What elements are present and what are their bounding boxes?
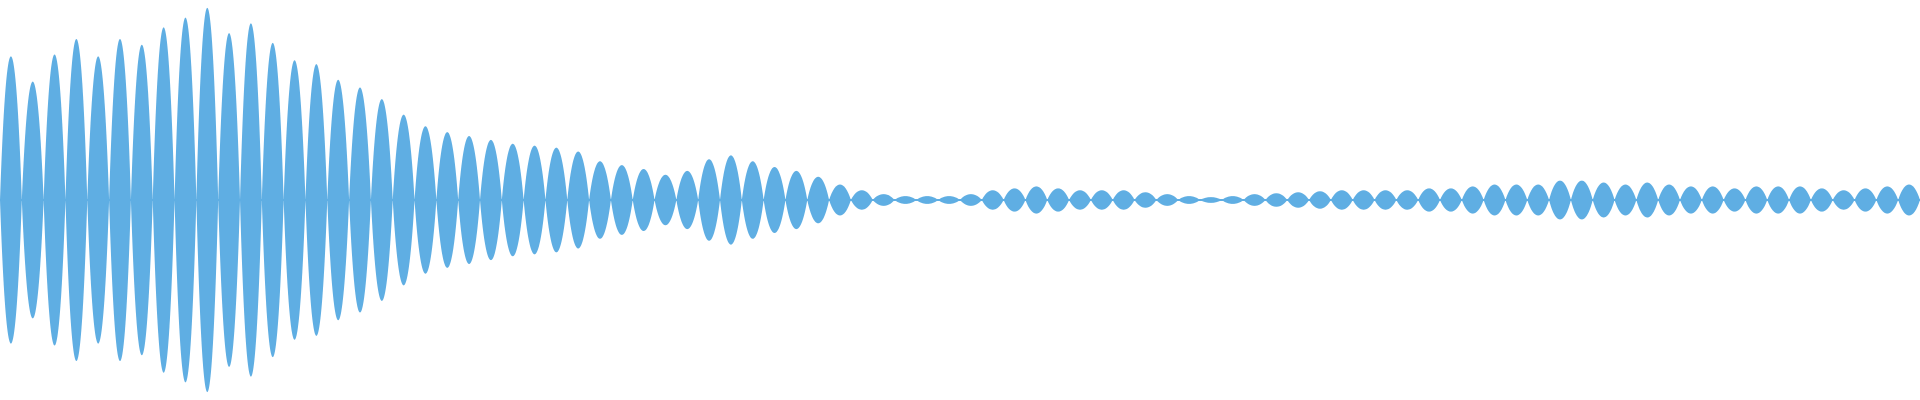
waveform-lobes — [0, 7, 1920, 393]
waveform-center-line — [0, 199, 1920, 201]
